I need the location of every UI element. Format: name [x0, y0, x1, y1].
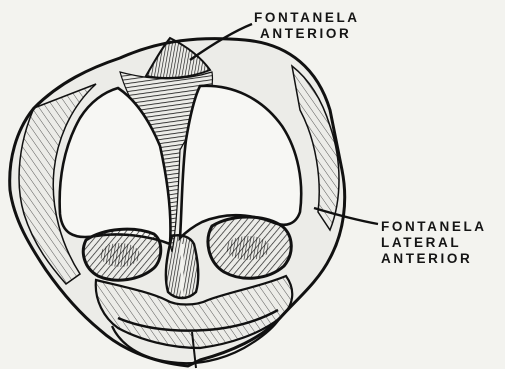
label-anterior-line2: ANTERIOR [254, 26, 360, 42]
label-lateral-line3: ANTERIOR [381, 251, 487, 267]
label-anterior-line1: FONTANELA [254, 10, 360, 26]
right-orbit-shadow [226, 236, 270, 260]
label-lateral-line1: FONTANELA [381, 219, 487, 235]
label-fontanela-lateral-anterior: FONTANELA LATERAL ANTERIOR [381, 219, 487, 267]
left-orbit-shadow [100, 243, 140, 267]
label-fontanela-anterior: FONTANELA ANTERIOR [254, 10, 360, 42]
label-lateral-line2: LATERAL [381, 235, 487, 251]
